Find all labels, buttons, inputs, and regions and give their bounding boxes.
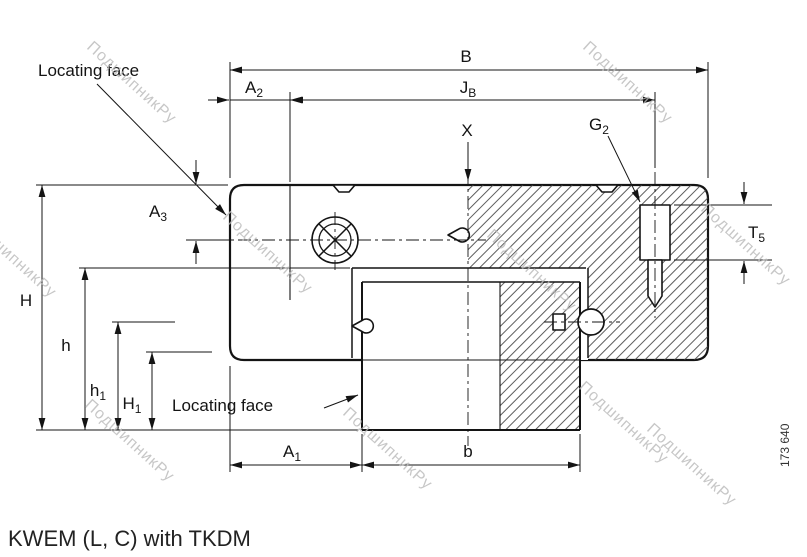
watermark-text: ПодшипникРу bbox=[697, 200, 793, 289]
dim-H1: H1 bbox=[123, 351, 212, 430]
dim-H: H bbox=[20, 184, 358, 431]
dim-label-X: X bbox=[461, 121, 472, 140]
dim-label-A1: A1 bbox=[283, 442, 301, 464]
dim-label-h1: h1 bbox=[90, 381, 106, 403]
watermark-text: ПодшипникРу bbox=[83, 38, 179, 127]
dim-h: h bbox=[61, 267, 350, 430]
rail-body bbox=[361, 281, 581, 431]
top-notch-left bbox=[332, 184, 356, 193]
dim-b: b bbox=[362, 434, 581, 472]
locating-face-bottom-label: Locating face bbox=[172, 396, 273, 415]
dim-label-JB: JB bbox=[460, 78, 477, 100]
locating-face-bottom: Locating face bbox=[172, 394, 359, 415]
grease-nipple-detail bbox=[447, 227, 471, 243]
dim-label-H: H bbox=[20, 291, 32, 310]
dim-T5: T5 bbox=[674, 182, 772, 284]
dim-X: X bbox=[461, 121, 473, 181]
dim-h1: h1 bbox=[90, 321, 175, 430]
dim-A3: A3 bbox=[149, 160, 232, 264]
centerlines bbox=[190, 148, 656, 446]
dim-label-H1: H1 bbox=[123, 394, 142, 416]
side-notch-detail bbox=[351, 318, 375, 334]
locating-face-top-label: Locating face bbox=[38, 61, 139, 80]
locating-face-top: Locating face bbox=[38, 61, 227, 216]
drawing-number: 173 640 bbox=[778, 423, 792, 467]
locating-face-top-leader bbox=[96, 83, 227, 216]
locating-face-bottom-leader bbox=[323, 394, 359, 409]
dim-label-B: B bbox=[460, 47, 471, 66]
dim-label-T5: T5 bbox=[748, 223, 765, 245]
top-notch-right bbox=[595, 184, 619, 193]
watermark-text: ПодшипникРу bbox=[0, 212, 60, 301]
rail-section-hatch bbox=[500, 282, 580, 430]
dim-label-A3: A3 bbox=[149, 202, 167, 224]
dim-label-b: b bbox=[463, 442, 472, 461]
dim-A2: A2 bbox=[208, 78, 312, 182]
dim-label-G2: G2 bbox=[589, 115, 609, 137]
dim-G2: G2 bbox=[589, 115, 641, 203]
figure-caption: KWEM (L, C) with TKDM bbox=[8, 526, 251, 551]
dim-B: B bbox=[229, 47, 709, 178]
dim-label-A2: A2 bbox=[245, 78, 263, 100]
dim-JB: JB bbox=[290, 78, 656, 168]
dim-label-h: h bbox=[61, 336, 70, 355]
